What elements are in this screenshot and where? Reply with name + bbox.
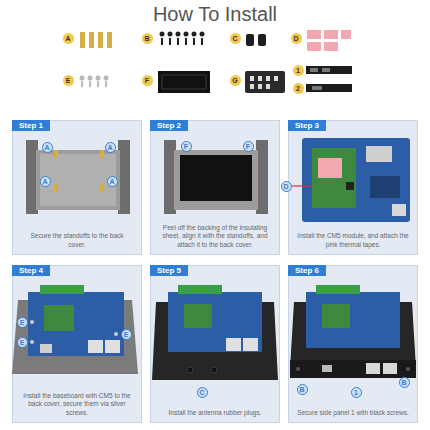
- callout-letter: B: [297, 384, 308, 395]
- black-screws-part: [193, 38, 195, 45]
- step-tab: Step 4: [12, 265, 50, 276]
- thermal-tapes-part: [307, 30, 321, 39]
- black-screws-part: [169, 38, 171, 45]
- thermal-tapes-part: [307, 42, 321, 51]
- black-screws-part: [200, 32, 205, 37]
- standoffs-part: [98, 32, 103, 48]
- page-title: How To Install: [0, 3, 430, 26]
- standoffs: [80, 32, 112, 48]
- silver-screws-part: [89, 81, 91, 87]
- silver-screws-part: [97, 81, 99, 87]
- callout-letter: A: [105, 142, 116, 153]
- black-screws-part: [177, 38, 179, 45]
- step-description: Install the CM5 module, and attach the p…: [297, 232, 409, 249]
- black-screws-part: [184, 32, 189, 37]
- step-description: Secure side panel 1 with black screws.: [297, 409, 409, 417]
- side-panels: [306, 66, 352, 92]
- side-panels-part: [312, 86, 322, 90]
- fastener-card-part: [266, 84, 270, 89]
- thermal-tapes: [307, 30, 351, 51]
- callout-letter: B: [399, 377, 410, 388]
- step-tab: Step 6: [288, 265, 326, 276]
- step-panel: Step 1 Secure the standoffs to the back c…: [12, 120, 142, 255]
- step-description: Install the antenna rubber plugs.: [159, 409, 271, 417]
- step-description: Peel off the backing of the insulating s…: [159, 224, 271, 249]
- black-screws-part: [168, 32, 173, 37]
- black-screws-part: [185, 38, 187, 45]
- fastener-card: [245, 71, 285, 93]
- part-letter: D: [291, 33, 302, 44]
- part-letter: F: [142, 75, 153, 86]
- part-letter: C: [230, 33, 241, 44]
- step-description: Install the baseboard with CM5 to the ba…: [21, 392, 133, 417]
- black-screws-part: [160, 32, 165, 37]
- thermal-tapes-part: [324, 42, 338, 51]
- part-letter: 1: [293, 65, 304, 76]
- standoffs-part: [80, 32, 85, 48]
- silver-screws: [80, 76, 109, 88]
- step-tab: Step 1: [12, 120, 50, 131]
- step-panel: Step 3 Install the CM5 module, and attach…: [288, 120, 418, 255]
- thermal-tapes-part: [324, 30, 338, 39]
- side-panels-part: [306, 84, 352, 92]
- silver-screws-part: [104, 76, 109, 81]
- callout-letter: A: [107, 176, 118, 187]
- insulating-sheet-part: [162, 75, 206, 89]
- part-letter: G: [230, 75, 241, 86]
- fastener-card-part: [245, 71, 285, 93]
- fastener-card-part: [250, 84, 254, 89]
- standoffs-part: [107, 32, 112, 48]
- standoffs-part: [89, 32, 94, 48]
- insulating-sheet: [158, 71, 210, 93]
- side-panels-part: [310, 68, 318, 72]
- callout-letter: E: [17, 337, 28, 348]
- callout-letter: A: [40, 176, 51, 187]
- step-panel: Step 5 Install the antenna rubber plugs.: [150, 265, 280, 423]
- rubber-plugs-part: [246, 34, 254, 46]
- rubber-plugs-part: [258, 34, 266, 46]
- black-screws-part: [192, 32, 197, 37]
- side-panels-part: [322, 68, 330, 72]
- step-tab: Step 5: [150, 265, 188, 276]
- part-letter: A: [63, 33, 74, 44]
- fastener-card-part: [266, 76, 270, 81]
- silver-screws-part: [88, 76, 93, 81]
- thermal-tapes-part: [341, 30, 351, 39]
- fastener-card-part: [258, 84, 262, 89]
- silver-screws-part: [105, 81, 107, 87]
- fastener-card-part: [258, 76, 262, 81]
- part-letter: B: [142, 33, 153, 44]
- silver-screws-part: [81, 81, 83, 87]
- callout-letter: E: [17, 317, 28, 328]
- part-letter: 2: [293, 83, 304, 94]
- step-panel: Step 2 Peel off the backing of the insula…: [150, 120, 280, 255]
- black-screws-part: [201, 38, 203, 45]
- step-panel: Step 6 Secure side panel 1 with black scr…: [288, 265, 418, 423]
- black-screws-part: [176, 32, 181, 37]
- callout-letter: C: [197, 387, 208, 398]
- insulating-sheet-part: [158, 71, 210, 93]
- step-tab: Step 3: [288, 120, 326, 131]
- black-screws-part: [161, 38, 163, 45]
- callout-letter: F: [181, 141, 192, 152]
- callout-letter: D: [281, 181, 292, 192]
- step-description: Secure the standoffs to the back cover.: [21, 232, 133, 249]
- fastener-card-part: [250, 76, 254, 81]
- silver-screws-part: [96, 76, 101, 81]
- silver-screws-part: [80, 76, 85, 81]
- black-screws: [160, 32, 205, 46]
- fastener-card-part: [274, 76, 278, 81]
- callout-letter: F: [243, 141, 254, 152]
- callout-letter: E: [121, 329, 132, 340]
- side-panels-part: [306, 66, 352, 74]
- callout-letter: 1: [351, 387, 362, 398]
- part-letter: E: [63, 75, 74, 86]
- step-panel: Step 4 Install the baseboard with CM5 to …: [12, 265, 142, 423]
- callout-letter: A: [42, 142, 53, 153]
- rubber-plugs: [246, 34, 266, 46]
- step-tab: Step 2: [150, 120, 188, 131]
